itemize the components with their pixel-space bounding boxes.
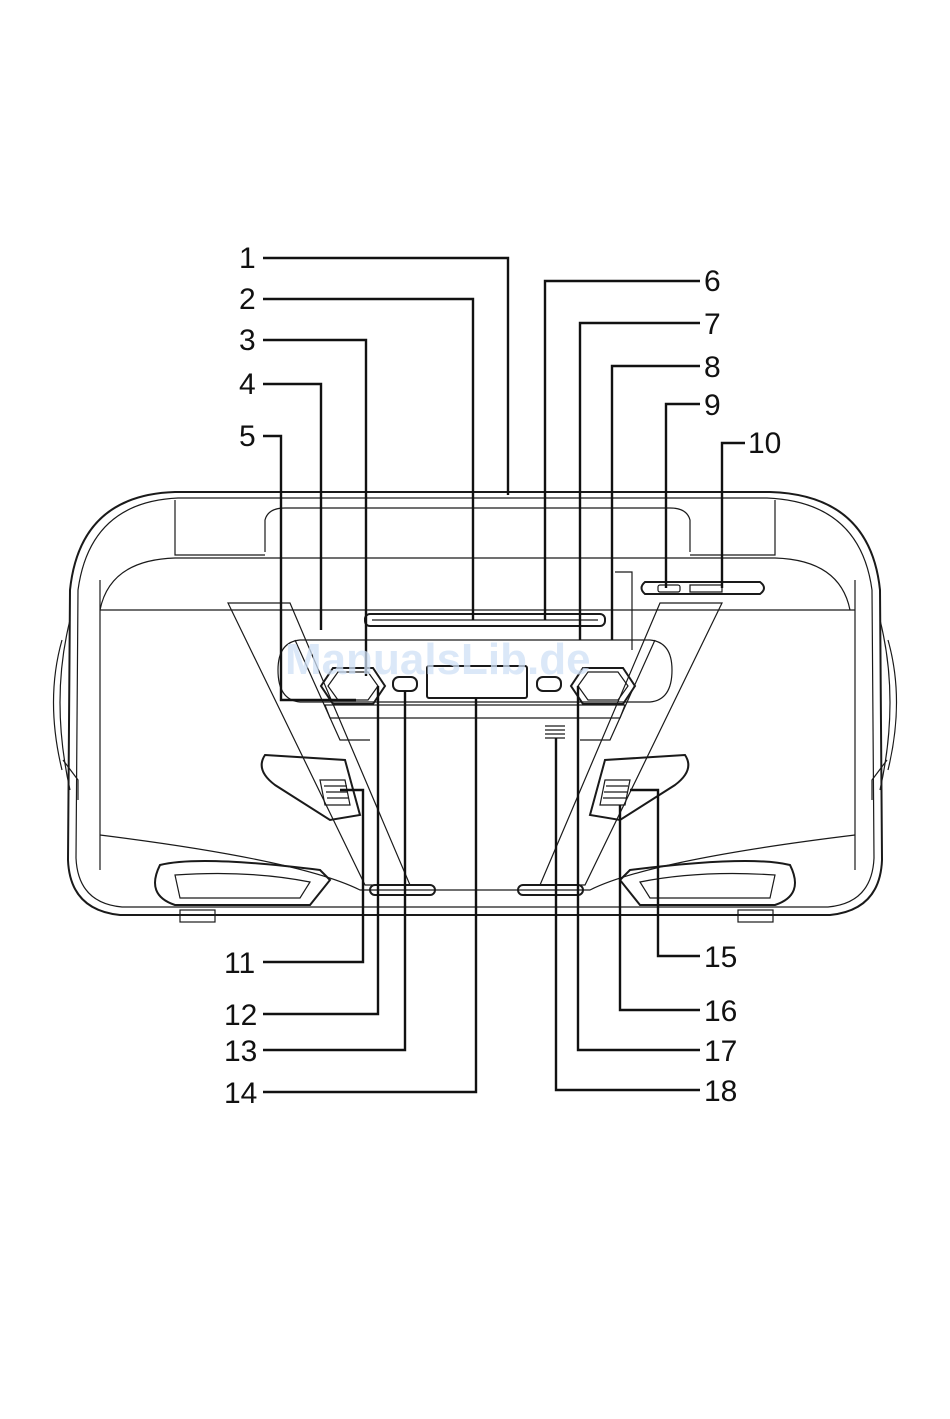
aux-jack[interactable] [690,585,722,592]
callout-15: 15 [704,941,737,974]
leader-9 [666,404,700,588]
callout-8: 8 [704,351,721,384]
callout-13: 13 [224,1035,257,1068]
callout-1: 1 [239,242,256,275]
leader-13 [263,691,405,1050]
callout-9: 9 [704,389,721,422]
callout-11: 11 [224,947,255,980]
callout-7: 7 [704,308,721,341]
jack-panel [642,582,765,594]
usb-port[interactable] [658,585,680,592]
callout-5: 5 [239,420,256,453]
callout-3: 3 [239,324,256,357]
leader-12 [263,686,378,1014]
callout-14: 14 [224,1077,257,1110]
callout-10: 10 [748,427,781,460]
callout-16: 16 [704,995,737,1028]
callout-2: 2 [239,283,256,316]
callout-6: 6 [704,265,721,298]
leader-1 [263,258,508,495]
leader-10 [722,443,745,588]
leader-4 [263,384,321,630]
callout-17: 17 [704,1035,737,1068]
leader-6 [545,281,700,620]
callout-18: 18 [704,1075,737,1108]
watermark: ManualsLib.de [285,635,591,684]
leader-7 [580,323,700,640]
leader-15 [630,790,700,956]
callout-4: 4 [239,368,256,401]
leader-11 [263,790,363,962]
leader-2 [263,299,473,620]
leader-8 [612,366,700,640]
callout-12: 12 [224,999,257,1032]
